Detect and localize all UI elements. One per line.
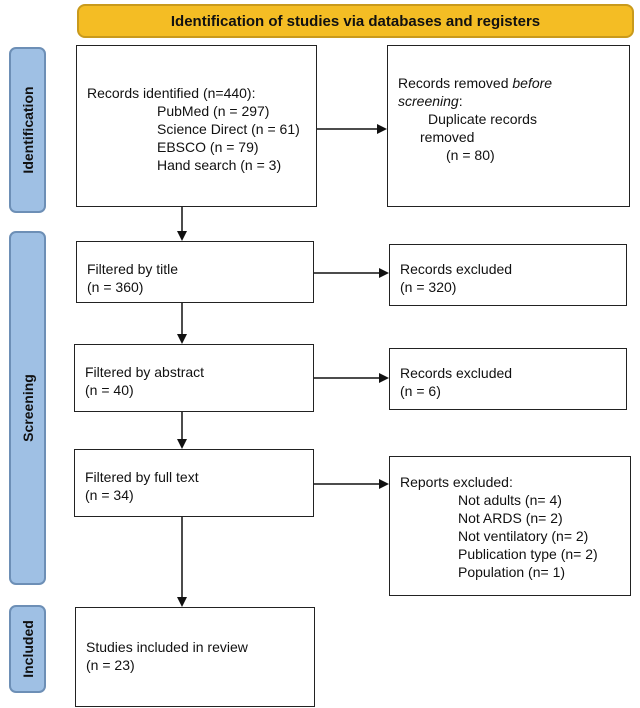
reports-excluded-label: Reports excluded:: [400, 474, 513, 490]
phase-identification-text: Identification: [19, 86, 36, 174]
exclusion-reason: Population (n= 1): [458, 564, 566, 580]
filtered-abstract-box: Filtered by abstract (n = 40): [74, 344, 314, 412]
studies-included-count: (n = 23): [86, 657, 135, 673]
removed-em-before: before: [512, 75, 553, 91]
filtered-title-count: (n = 360): [87, 279, 144, 295]
removed-line-5: (n = 80): [446, 147, 495, 163]
removed-prefix: Records removed: [398, 75, 513, 91]
removed-em-screening: screening: [398, 93, 459, 109]
studies-included-box: Studies included in review (n = 23): [75, 607, 315, 707]
filtered-title-box: Filtered by title (n = 360): [76, 241, 314, 303]
source-item: Hand search (n = 3): [157, 157, 282, 173]
source-item: Science Direct (n = 61): [157, 121, 300, 137]
filtered-fulltext-label: Filtered by full text: [85, 469, 199, 485]
removed-line-4: removed: [420, 129, 475, 145]
removed-line-3: Duplicate records: [428, 111, 537, 127]
exclusion-reason: Not adults (n= 4): [458, 492, 562, 508]
exclusion-reason: Publication type (n= 2): [458, 546, 598, 562]
filtered-abstract-label: Filtered by abstract: [85, 364, 205, 380]
title-excluded-label: Records excluded: [400, 261, 513, 277]
studies-included-label: Studies included in review: [86, 639, 248, 655]
reports-excluded-box: Reports excluded: Not adults (n= 4) Not …: [389, 456, 631, 596]
header-banner: Identification of studies via databases …: [77, 4, 634, 38]
exclusion-reason: Not ventilatory (n= 2): [458, 528, 589, 544]
title-excluded-count: (n = 320): [400, 279, 457, 295]
phase-included-label: Included: [9, 605, 46, 693]
source-item: PubMed (n = 297): [157, 103, 270, 119]
phase-screening-text: Screening: [19, 374, 36, 442]
phase-identification-label: Identification: [9, 47, 46, 213]
abstract-excluded-count: (n = 6): [400, 383, 441, 399]
title-excluded-box: Records excluded (n = 320): [389, 244, 627, 306]
filtered-abstract-count: (n = 40): [85, 382, 134, 398]
phase-included-text: Included: [19, 620, 36, 678]
source-item: EBSCO (n = 79): [157, 139, 259, 155]
banner-title: Identification of studies via databases …: [170, 12, 541, 30]
phase-screening-label: Screening: [9, 231, 46, 585]
abstract-excluded-label: Records excluded: [400, 365, 513, 381]
exclusion-reason: Not ARDS (n= 2): [458, 510, 563, 526]
removed-line-2: screening:: [398, 92, 619, 110]
abstract-excluded-box: Records excluded (n = 6): [389, 348, 627, 410]
filtered-title-label: Filtered by title: [87, 261, 179, 277]
records-identified-title: Records identified (n=440):: [87, 85, 256, 101]
records-removed-box: Records removed before screening: Duplic…: [387, 45, 630, 207]
removed-line-1: Records removed before: [398, 74, 619, 92]
records-identified-box: Records identified (n=440): PubMed (n = …: [76, 45, 317, 207]
removed-colon: :: [458, 93, 463, 109]
filtered-fulltext-box: Filtered by full text (n = 34): [74, 449, 314, 517]
filtered-fulltext-count: (n = 34): [85, 487, 134, 503]
